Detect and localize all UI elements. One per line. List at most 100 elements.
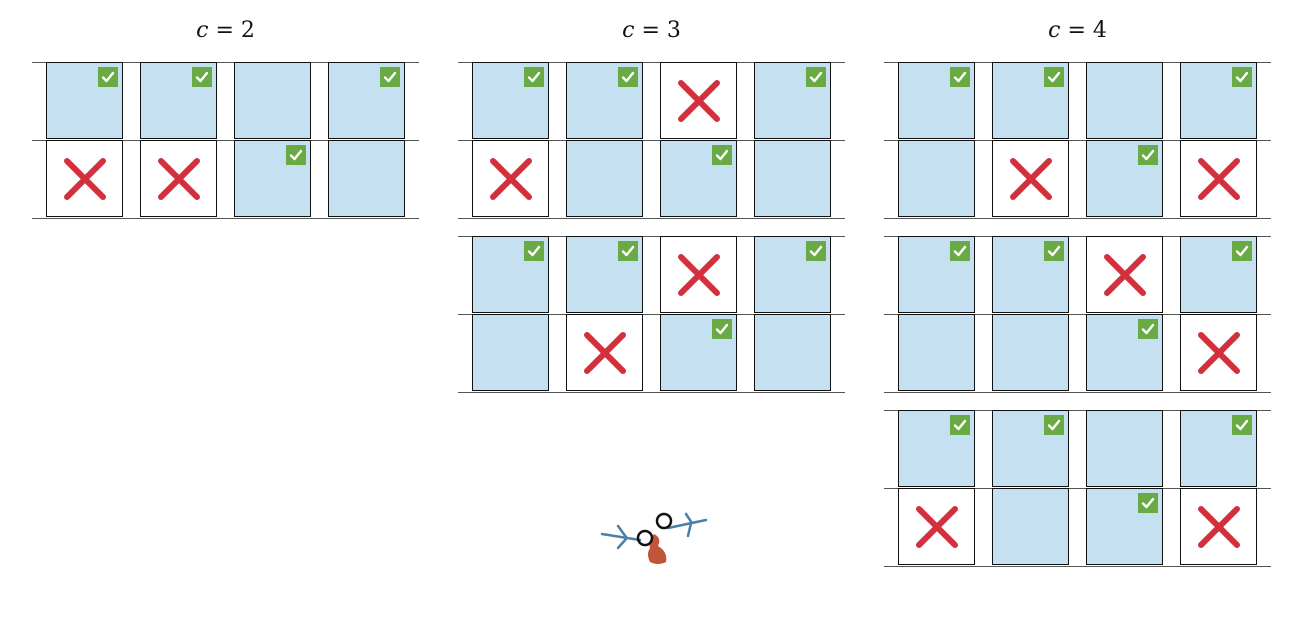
panel-title-equation: = 4 [1060, 18, 1107, 43]
grid-cell [1086, 62, 1163, 139]
check-mark-icon [1044, 67, 1064, 87]
grid-cell [234, 62, 311, 139]
check-mark-icon [712, 145, 732, 165]
check-mark-icon [712, 319, 732, 339]
check-mark-icon [1138, 319, 1158, 339]
grid-cell [898, 62, 975, 139]
grid-rule [32, 218, 419, 219]
panel-title: c = 2 [106, 18, 346, 43]
grid-cell [1180, 410, 1257, 487]
check-mark-icon [524, 241, 544, 261]
check-mark-icon [286, 145, 306, 165]
grid-cell [1086, 236, 1163, 313]
grid-rule [884, 314, 1271, 315]
grid-cell [754, 62, 831, 139]
check-mark-icon [1232, 415, 1252, 435]
check-mark-icon [1138, 493, 1158, 513]
grid-cell [1086, 410, 1163, 487]
grid-cell [992, 314, 1069, 391]
grid-rule [32, 140, 419, 141]
grid-cell [660, 236, 737, 313]
check-mark-icon [618, 241, 638, 261]
grid-rule [884, 488, 1271, 489]
grid-cell [754, 314, 831, 391]
grid-cell [660, 314, 737, 391]
grid-cell [1180, 236, 1257, 313]
check-mark-icon [950, 415, 970, 435]
panel-title-variable: c [196, 18, 209, 43]
check-mark-icon [806, 67, 826, 87]
panel-title-variable: c [622, 18, 635, 43]
grid-cell [1180, 488, 1257, 565]
check-mark-icon [380, 67, 400, 87]
check-mark-icon [98, 67, 118, 87]
grid-rule [884, 218, 1271, 219]
check-mark-icon [806, 241, 826, 261]
grid-cell [328, 62, 405, 139]
panel-title: c = 3 [532, 18, 772, 43]
grid-cell [46, 140, 123, 217]
grid-rule [458, 314, 845, 315]
grid-cell [472, 62, 549, 139]
grid-cell [1180, 62, 1257, 139]
check-mark-icon [1232, 67, 1252, 87]
check-mark-icon [950, 67, 970, 87]
grid-cell [1086, 140, 1163, 217]
panel-title-variable: c [1048, 18, 1061, 43]
grid-cell [472, 314, 549, 391]
check-mark-icon [1044, 415, 1064, 435]
grid-rule [884, 410, 1271, 411]
grid-rule [458, 392, 845, 393]
grid-rule [458, 218, 845, 219]
grid-cell [898, 410, 975, 487]
grid-cell [46, 62, 123, 139]
grid-cell [234, 140, 311, 217]
grid-rule [458, 62, 845, 63]
panel-title: c = 4 [958, 18, 1198, 43]
grid-rule [884, 392, 1271, 393]
grid-rule [884, 140, 1271, 141]
check-mark-icon [524, 67, 544, 87]
grid-rule [32, 62, 419, 63]
grid-rule [458, 140, 845, 141]
grid-cell [992, 140, 1069, 217]
check-mark-icon [950, 241, 970, 261]
grid-cell [566, 314, 643, 391]
grid-cell [140, 140, 217, 217]
grid-cell [754, 236, 831, 313]
grid-cell [472, 236, 549, 313]
check-mark-icon [1138, 145, 1158, 165]
grid-cell [566, 62, 643, 139]
grid-cell [1086, 314, 1163, 391]
grid-cell [898, 314, 975, 391]
grid-cell [1180, 314, 1257, 391]
grid-cell [660, 62, 737, 139]
check-mark-icon [618, 67, 638, 87]
check-mark-icon [1044, 241, 1064, 261]
panel-title-equation: = 2 [208, 18, 255, 43]
grid-cell [1086, 488, 1163, 565]
grid-cell [992, 62, 1069, 139]
grid-cell [328, 140, 405, 217]
grid-rule [884, 62, 1271, 63]
grid-cell [660, 140, 737, 217]
panel-title-equation: = 3 [634, 18, 681, 43]
grid-cell [898, 488, 975, 565]
grid-cell [472, 140, 549, 217]
grid-cell [140, 62, 217, 139]
grid-cell [992, 410, 1069, 487]
grid-rule [458, 236, 845, 237]
grid-cell [566, 236, 643, 313]
check-mark-icon [1232, 241, 1252, 261]
grid-cell [1180, 140, 1257, 217]
grid-cell [992, 488, 1069, 565]
moose-logo-icon [598, 508, 710, 568]
check-mark-icon [192, 67, 212, 87]
grid-cell [898, 236, 975, 313]
grid-rule [884, 566, 1271, 567]
grid-cell [992, 236, 1069, 313]
grid-cell [898, 140, 975, 217]
grid-cell [566, 140, 643, 217]
grid-rule [884, 236, 1271, 237]
grid-cell [754, 140, 831, 217]
